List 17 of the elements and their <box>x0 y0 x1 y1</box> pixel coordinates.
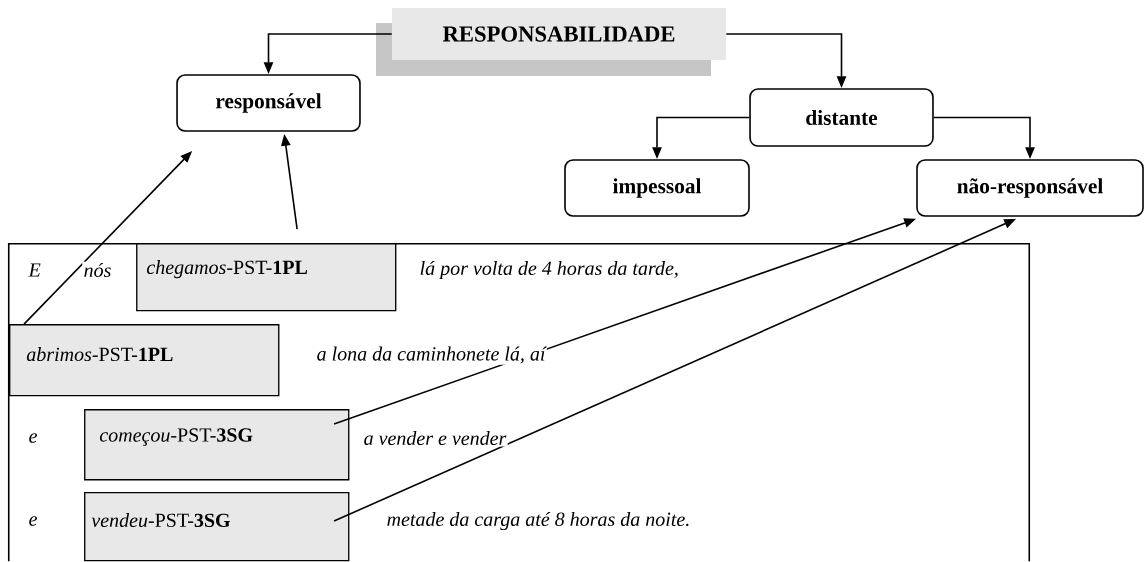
title-box: RESPONSABILIDADE <box>376 8 726 76</box>
transcript-text: lá por volta de 4 horas da tarde, <box>418 259 681 281</box>
transcript-text: e <box>27 431 39 445</box>
verb-box: chegamos-PST-1PL <box>136 243 397 312</box>
verb-box: começou-PST-3SG <box>84 409 350 481</box>
category-box: não-responsável <box>916 159 1144 217</box>
category-box: impessoal <box>564 159 750 217</box>
category-box: distante <box>749 88 934 147</box>
verb-box: abrimos-PST-1PL <box>9 324 280 397</box>
category-box: responsável <box>176 74 361 132</box>
transcript-text: metade da carga até 8 horas da noite. <box>385 510 692 532</box>
transcript-text: e <box>27 514 39 528</box>
transcript-text: nós <box>82 261 113 279</box>
transcript-text: a vender e vender <box>362 429 508 447</box>
verb-box: vendeu-PST-3SG <box>84 492 350 562</box>
transcript-text: a lona da caminhonete lá, aí <box>315 345 547 365</box>
transcript-text: E <box>27 262 43 278</box>
